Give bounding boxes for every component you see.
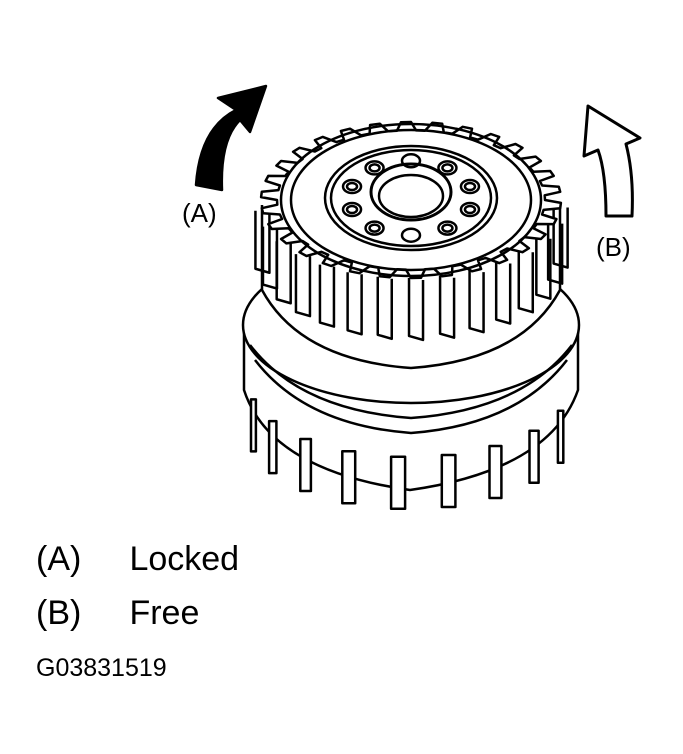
bolt-hole: [459, 201, 481, 218]
bolt-thread: [441, 223, 454, 233]
drum-spline: [488, 444, 503, 500]
legend-text: Locked: [129, 540, 240, 578]
bolt-thread: [368, 223, 381, 233]
figure-id: G03831519: [36, 654, 167, 682]
drum-spline: [389, 455, 407, 511]
bolt-holes: [341, 153, 481, 243]
rotation-arrow-locked: [194, 84, 268, 192]
bolt-thread: [463, 204, 477, 215]
gear-tooth-face: [494, 261, 512, 325]
gear-tooth-face: [318, 264, 336, 328]
gear-tooth-face: [546, 221, 564, 285]
drum-splines: [249, 398, 565, 511]
bolt-thread: [345, 204, 359, 215]
gear-tooth-face: [254, 210, 271, 274]
bolt-hole: [341, 201, 363, 218]
bolt-thread: [345, 181, 359, 192]
bolt-hole: [364, 160, 385, 176]
drum-spline: [556, 409, 565, 465]
clutch-gear-illustration: [194, 84, 642, 511]
drum-spline: [299, 437, 313, 493]
bolt-hole: [400, 227, 422, 243]
gear-tooth-face: [438, 275, 456, 339]
gear-tooth-face: [346, 272, 363, 336]
bolt-thread: [441, 163, 454, 173]
gear-tooth-face: [261, 226, 279, 290]
legend-key: (B): [36, 594, 82, 632]
bolt-hole: [400, 153, 422, 169]
drum-spline: [341, 449, 357, 505]
legend-key: (A): [36, 540, 82, 578]
gear-tooth-face: [407, 277, 425, 342]
callout-b-label: (B): [596, 232, 631, 262]
drum-spline: [440, 453, 457, 509]
gear-tooth-faces: [254, 205, 569, 342]
gear: [254, 120, 569, 370]
gear-tooth-face: [468, 270, 485, 334]
drum-spline: [528, 429, 540, 485]
drum-spline: [267, 419, 278, 475]
bolt-hole: [341, 178, 363, 195]
bolt-hole: [437, 160, 458, 176]
gear-tooth-face: [552, 205, 569, 269]
gear-tooth-face: [517, 250, 535, 314]
drum-spline: [249, 398, 258, 453]
gear-tooth-face: [376, 276, 393, 341]
gear-tooth-face: [535, 236, 552, 300]
bolt-hole: [437, 220, 458, 236]
bolt-thread: [368, 163, 381, 173]
rotation-arrow-free: [582, 104, 642, 218]
legend-item-locked: (A) Locked: [36, 540, 239, 579]
legend-text: Free: [129, 594, 200, 632]
bolt-hole: [364, 220, 385, 236]
legend-item-free: (B) Free: [36, 594, 199, 633]
callout-a-label: (A): [182, 198, 217, 228]
bolt-hole: [459, 178, 481, 195]
gear-tooth-face: [294, 254, 312, 318]
bolt-thread: [463, 181, 477, 192]
